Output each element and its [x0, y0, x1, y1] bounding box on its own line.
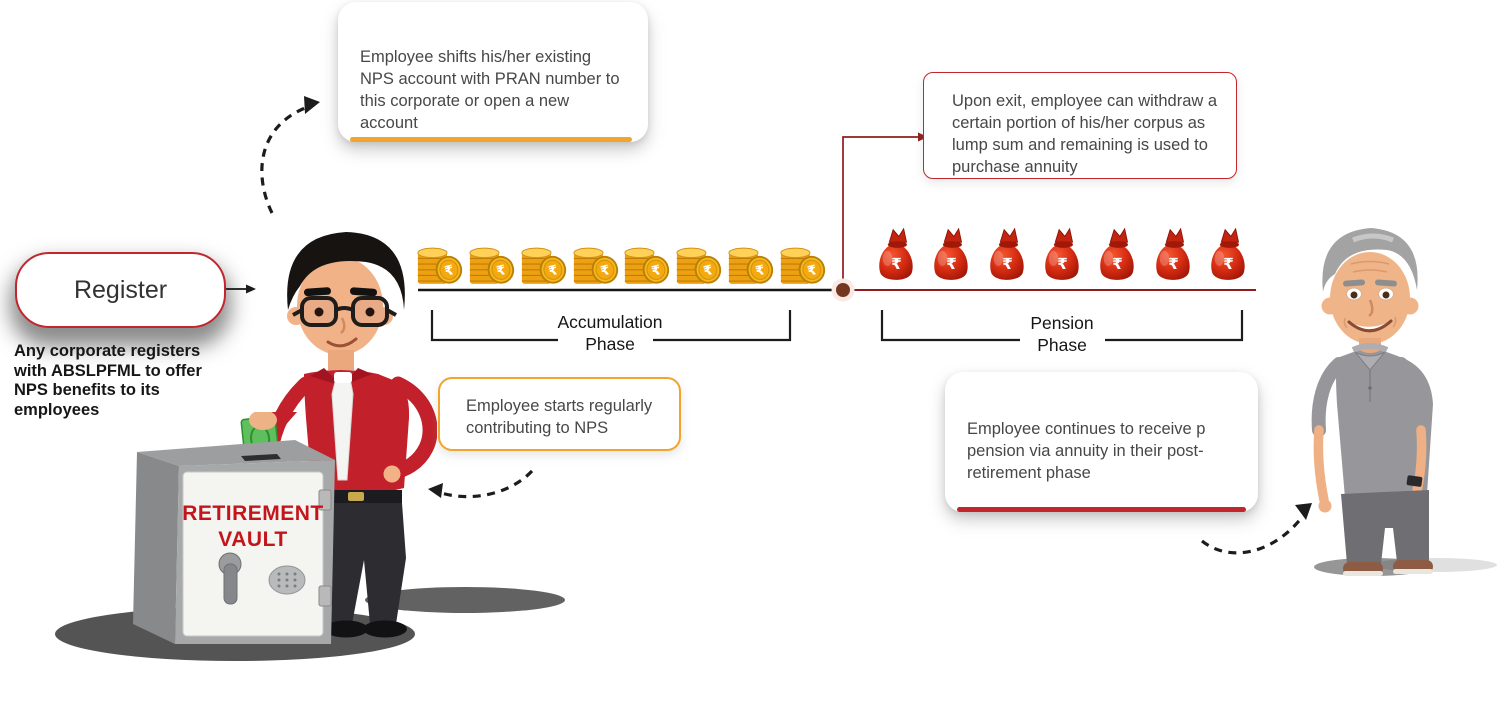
- callout-shift-account: Employee shifts his/her existing NPS acc…: [338, 2, 648, 142]
- money-bag-icon: [1096, 226, 1138, 287]
- callout-upon-exit: Upon exit, employee can withdraw a certa…: [923, 72, 1237, 179]
- register-label: Register: [73, 275, 168, 304]
- vault-slot: [241, 454, 281, 461]
- money-bag-icon: [930, 226, 972, 287]
- register-button: Register: [15, 252, 226, 328]
- callout-upon-exit-text: Upon exit, employee can withdraw a certa…: [952, 92, 1218, 176]
- money-bag-icon: [1152, 226, 1194, 287]
- employee-pants: [312, 503, 406, 624]
- vault-label-line2: VAULT: [218, 528, 287, 551]
- register-caption: Any corporate registers with ABSLPFML to…: [14, 342, 202, 419]
- employee-hair: [287, 232, 405, 310]
- retiree-illustration: [1311, 228, 1433, 576]
- money-bag-icon: [986, 226, 1028, 287]
- retiree-polo-shirt: [1336, 350, 1433, 502]
- retiree-eyebrows: [1343, 279, 1397, 287]
- retiree-smile: [1347, 319, 1393, 333]
- retiree-hair: [1322, 228, 1418, 292]
- retiree-pants: [1341, 490, 1429, 564]
- retiree-collar: [1354, 351, 1386, 371]
- callout-receive-pension-text: Employee continues to receive p pension …: [967, 420, 1206, 482]
- vault-label-line1: RETIREMENT: [182, 502, 324, 525]
- money-bag-icon: [1041, 226, 1083, 287]
- coin-row: [416, 243, 826, 289]
- retirement-vault-illustration: RETIREMENT VAULT: [133, 412, 335, 644]
- retiree-arms: [1311, 357, 1429, 513]
- vault-keypad: [268, 565, 306, 595]
- accumulation-phase-line2: Phase: [585, 334, 635, 354]
- employee-eyebrows: [303, 287, 378, 297]
- pension-phase-line1: Pension: [1030, 313, 1094, 333]
- callout-receive-pension: Employee continues to receive p pension …: [945, 372, 1258, 512]
- vault-top: [137, 440, 335, 466]
- employee-right-arm: [383, 376, 437, 483]
- retiree-eyes: [1346, 287, 1394, 301]
- dashed-arrow-to-shift-callout: [260, 96, 320, 214]
- employee-smile: [326, 337, 358, 348]
- vault-side: [133, 452, 179, 644]
- accumulation-phase-line1: Accumulation: [557, 312, 663, 332]
- coin-stack-icon: [572, 243, 619, 289]
- bag-row: [875, 226, 1249, 287]
- money-bag-icon: [1207, 226, 1249, 287]
- pension-phase-line2: Phase: [1037, 335, 1087, 355]
- callout-contributing: Employee starts regularly contributing t…: [438, 377, 681, 451]
- coin-stack-icon: [779, 243, 826, 289]
- coin-stack-icon: [675, 243, 722, 289]
- coin-stack-icon: [520, 243, 567, 289]
- coin-stack-icon: [727, 243, 774, 289]
- dashed-arrow-to-vault: [428, 469, 534, 499]
- vault-handle: [218, 552, 242, 605]
- callout-shift-account-text: Employee shifts his/her existing NPS acc…: [360, 48, 620, 132]
- pension-phase-label: Pension Phase: [993, 312, 1131, 356]
- accumulation-phase-label: Accumulation Phase: [533, 311, 687, 355]
- employee-hand: [249, 412, 277, 430]
- callout-contributing-text: Employee starts regularly contributing t…: [466, 397, 653, 437]
- vault-door: [182, 471, 324, 637]
- coin-stack-icon: [468, 243, 515, 289]
- employee-eyes: [314, 307, 375, 317]
- coin-stack-icon: [623, 243, 670, 289]
- money-bag-icon: [875, 226, 917, 287]
- retiree-shoes: [1343, 560, 1433, 576]
- employee-face: [297, 257, 383, 355]
- junction-dot: [831, 278, 855, 302]
- retiree-watch: [1406, 475, 1423, 487]
